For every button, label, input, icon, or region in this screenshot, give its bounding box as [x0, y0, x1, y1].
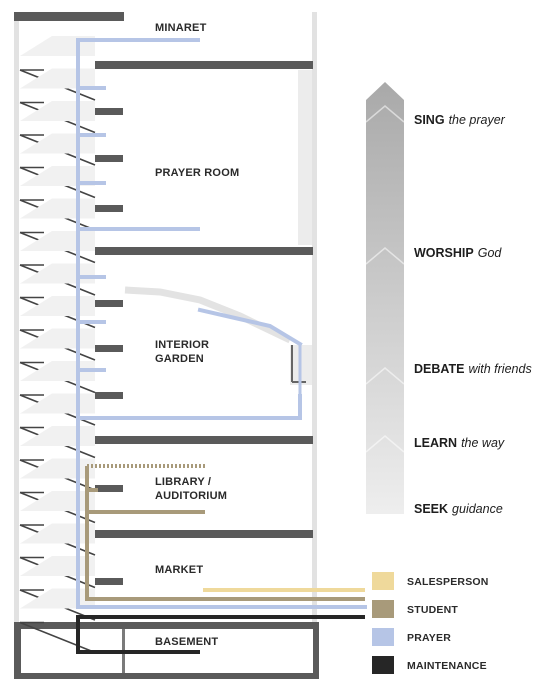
right-wall: [312, 12, 317, 622]
prayer-stubs: [76, 86, 106, 372]
prayer-window: [298, 70, 312, 245]
prayer-main-riser: [76, 38, 367, 609]
chevron: [365, 247, 405, 265]
label-interior: INTERIOR: [155, 339, 209, 351]
maintenance-path: [76, 615, 365, 654]
landing-bar: [95, 392, 123, 399]
floor-labels: MINARET PRAYER ROOM INTERIOR GARDEN LIBR…: [155, 22, 239, 648]
chevron: [365, 435, 405, 453]
label-library: LIBRARY /: [155, 476, 211, 488]
stair-tread-shade: [20, 426, 95, 446]
stair-tread-shade: [20, 556, 95, 576]
stair-tread-shade: [20, 491, 95, 511]
stair-tread-shade: [20, 68, 95, 89]
basement-left-wall: [14, 622, 21, 678]
arrow-shape: [366, 82, 404, 514]
slab-prayer-bottom: [95, 247, 313, 255]
landing-bar: [95, 205, 123, 212]
maintenance-main: [76, 615, 365, 654]
label-market: MARKET: [155, 564, 203, 576]
basement-floor: [14, 673, 319, 679]
prayer-garden-ramp: [197, 307, 303, 347]
garden-ramp: [124, 286, 306, 383]
label-auditorium: AUDITORIUM: [155, 490, 227, 502]
landing-bar: [95, 108, 123, 115]
left-wall: [14, 12, 19, 677]
chevron: [365, 105, 405, 123]
student-path: [85, 464, 365, 601]
legend-label-salesperson: SALESPERSON: [407, 576, 489, 588]
legend: SALESPERSON STUDENT PRAYER MAINTENANCE: [372, 572, 489, 674]
stair-landings: [95, 108, 123, 585]
landing-bar: [95, 345, 123, 352]
landing-bar: [95, 485, 123, 492]
stair-tread-shade: [20, 101, 95, 121]
stair-tread-shade: [20, 198, 95, 219]
prayer-path: [76, 38, 367, 609]
landing-bar: [95, 578, 123, 585]
legend-label-student: STUDENT: [407, 604, 458, 616]
stair-tread-shade: [20, 231, 95, 251]
legend-label-prayer: PRAYER: [407, 632, 451, 644]
label-prayer-room: PRAYER ROOM: [155, 167, 239, 179]
stair-tread-shade: [20, 296, 95, 316]
landing-bar: [95, 155, 123, 162]
stair-tread-shade: [20, 458, 95, 479]
slab-prayer-top: [95, 61, 313, 69]
label-basement: BASEMENT: [155, 636, 218, 648]
label-garden: GARDEN: [155, 353, 204, 365]
progression-arrow: [365, 82, 405, 514]
floor-slabs: [14, 12, 319, 679]
stair-runs: [19, 36, 96, 654]
landing-bar: [95, 300, 123, 307]
legend-swatch-maintenance: [372, 656, 394, 674]
slab-market-bottom: [14, 622, 318, 629]
stair-tread-shade: [20, 328, 95, 349]
basement-right-wall: [313, 622, 319, 678]
chevron: [365, 367, 405, 385]
label-minaret: MINARET: [155, 22, 207, 34]
legend-label-maintenance: MAINTENANCE: [407, 660, 487, 672]
stair-run: [19, 621, 96, 654]
stair-tread-shade: [20, 393, 95, 414]
legend-swatch-prayer: [372, 628, 394, 646]
prayer-branch-garden: [76, 394, 302, 420]
ramp-shading: [124, 286, 292, 344]
stair-tread-shade: [20, 263, 95, 284]
legend-swatch-student: [372, 600, 394, 618]
stair-tread-shade: [20, 523, 95, 544]
arrow-chevrons: [365, 105, 405, 453]
slab-library-bottom: [95, 530, 313, 538]
slab-garden-bottom: [95, 436, 313, 444]
roof-slab: [14, 12, 124, 21]
legend-swatch-salesperson: [372, 572, 394, 590]
